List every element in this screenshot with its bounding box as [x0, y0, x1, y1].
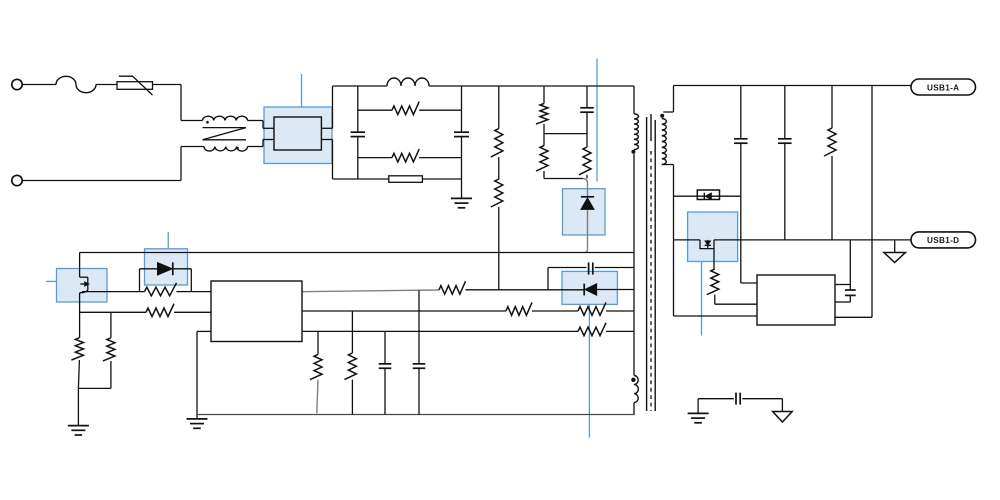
svg-text:USB1-A: USB1-A — [927, 83, 959, 92]
svg-text:USB1-D: USB1-D — [927, 236, 959, 245]
